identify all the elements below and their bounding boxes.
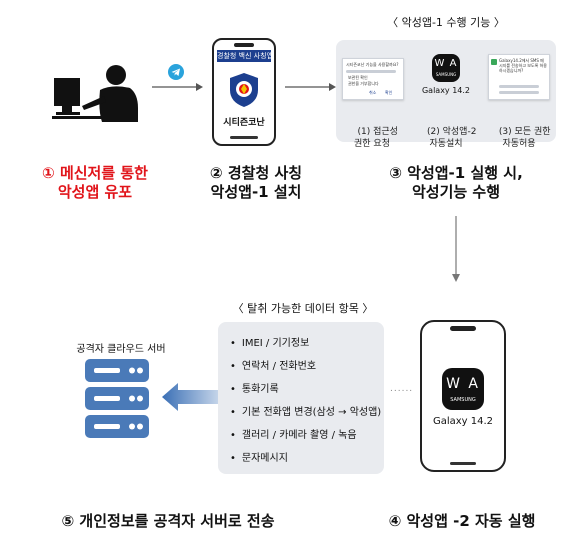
samsung-app-icon-small: W A SAMSUNG bbox=[432, 54, 460, 82]
step-4-label: ④ 악성앱 -2 자동 실행 bbox=[388, 512, 536, 530]
step-5-label: ⑤ 개인정보를 공격자 서버로 전송 bbox=[61, 512, 275, 530]
galaxy-label: Galaxy 14.2 bbox=[432, 416, 494, 427]
stealable-data-panel: IMEI / 기기정보 연락처 / 전화번호 통화기록 기본 전화앱 변경(삼성… bbox=[218, 322, 384, 474]
step-3-label: ③ 악성앱-1 실행 시,악성기능 수행 bbox=[389, 164, 523, 201]
connector-dots: ...... bbox=[390, 384, 414, 394]
arrow-to-server bbox=[162, 383, 234, 411]
data-item: 문자메시지 bbox=[230, 449, 288, 464]
phone-galaxy-app: W A SAMSUNG Galaxy 14.2 bbox=[420, 320, 506, 472]
accessibility-popup: 시티즌코난 기능을 사용할까요? 보관된 확인 권한을 거부합니다 취소 확인 bbox=[342, 58, 404, 100]
malicious-functions-panel: 시티즌코난 기능을 사용할까요? 보관된 확인 권한을 거부합니다 취소 확인 … bbox=[336, 40, 556, 149]
data-item: 연락처 / 전화번호 bbox=[230, 357, 316, 372]
galaxy-label-small: Galaxy 14.2 bbox=[421, 86, 471, 95]
arrow-3-to-4 bbox=[452, 216, 460, 282]
telegram-icon bbox=[168, 64, 184, 80]
police-badge-icon bbox=[230, 73, 258, 107]
data-item: 통화기록 bbox=[230, 380, 279, 395]
malicious-panel-title: 〈 악성앱-1 수행 기능 〉 bbox=[387, 16, 505, 29]
police-app-header: 경찰청 백신 사칭앱 bbox=[217, 50, 273, 62]
data-panel-title: 〈 탈취 가능한 데이터 항목 〉 bbox=[232, 302, 374, 315]
permission-popup: Galaxy14.2에서 SMS 메시지를 전송하고 보도록 허용하시겠습니까? bbox=[488, 54, 550, 100]
police-app-name: 시티즌코난 bbox=[223, 118, 265, 128]
phone-police-app: 경찰청 백신 사칭앱 시티즌코난 bbox=[212, 38, 276, 146]
hacker-icon bbox=[52, 65, 138, 122]
cloud-server-icon bbox=[85, 359, 149, 438]
arrow-2-to-3 bbox=[285, 83, 336, 91]
data-item: 갤러리 / 카메라 촬영 / 녹음 bbox=[230, 426, 357, 441]
data-item: 기본 전화앱 변경(삼성 → 악성앱) bbox=[230, 403, 381, 418]
server-label: 공격자 클라우드 서버 bbox=[76, 344, 166, 355]
arrow-1-to-2 bbox=[152, 83, 203, 91]
samsung-app-icon: W A SAMSUNG bbox=[442, 368, 484, 410]
data-item: IMEI / 기기정보 bbox=[230, 334, 309, 349]
